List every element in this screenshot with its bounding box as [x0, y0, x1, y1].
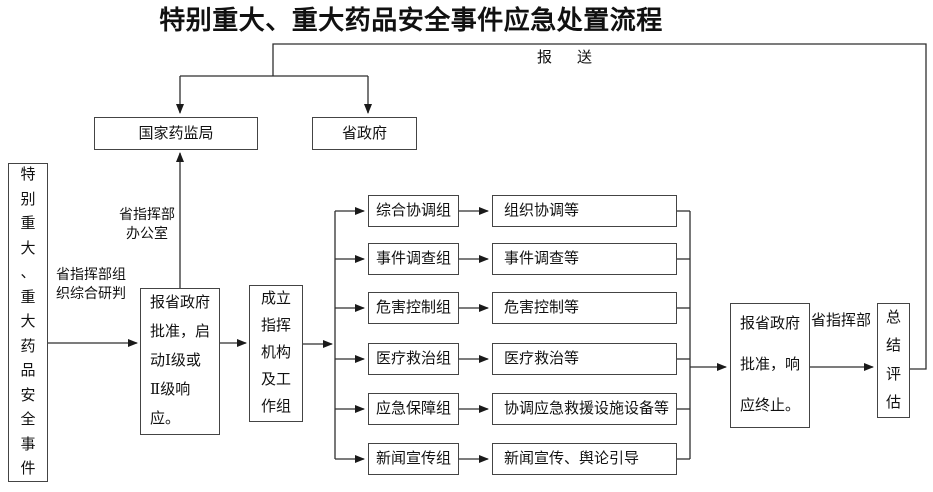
workgroup-box-publicity: 新闻宣传组 [368, 443, 459, 475]
approve-start-response-box: 报省政府 批准，启 动Ⅰ级或 Ⅱ级响 应。 [140, 288, 220, 435]
task-box-coordination: 组织协调等 [492, 195, 677, 227]
workgroup-box-investigation: 事件调查组 [368, 243, 459, 275]
workgroup-box-support: 应急保障组 [368, 393, 459, 425]
incident-box: 特 别 重 大 、 重 大 药 品 安 全 事 件 [8, 163, 48, 482]
provincial-gov-box: 省政府 [312, 117, 417, 150]
report-label: 报 送 [537, 50, 598, 66]
workgroup-box-coordination: 综合协调组 [368, 195, 459, 227]
workgroup-box-medical: 医疗救治组 [368, 343, 459, 375]
page-title: 特别重大、重大药品安全事件应急处置流程 [159, 6, 663, 35]
hq-office-label: 省指挥部 办公室 [119, 208, 175, 242]
task-box-hazard-control: 危害控制等 [492, 292, 677, 324]
task-box-investigation: 事件调查等 [492, 243, 677, 275]
setup-command-box: 成立 指挥 机构 及工 作组 [249, 285, 303, 422]
joint-research-label: 省指挥部组 织综合研判 [56, 268, 126, 302]
nmpa-box: 国家药监局 [94, 117, 258, 150]
task-box-publicity: 新闻宣传、舆论引导 [492, 443, 677, 475]
task-box-medical: 医疗救治等 [492, 343, 677, 375]
task-box-support: 协调应急救援设施设备等 [492, 393, 677, 425]
approve-end-response-box: 报省政府 批准，响 应终止。 [730, 303, 810, 428]
workgroup-box-hazard-control: 危害控制组 [368, 292, 459, 324]
summary-evaluation-box: 总 结 评 估 [877, 303, 910, 418]
hq-label: 省指挥部 [811, 313, 872, 329]
